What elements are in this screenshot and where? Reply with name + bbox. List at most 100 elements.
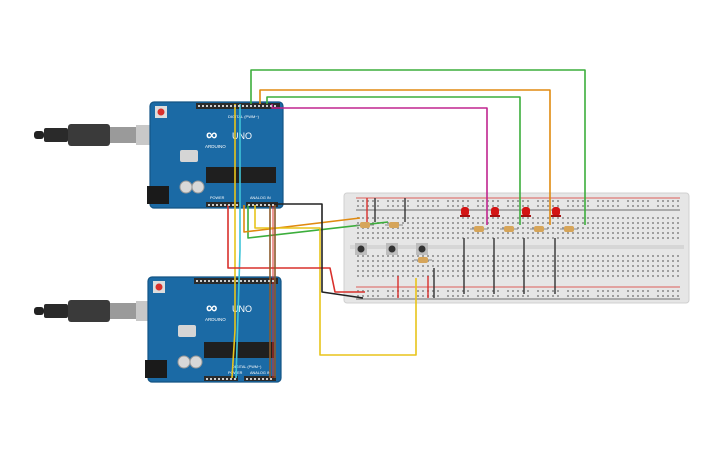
breadboard-hole[interactable] <box>412 255 414 257</box>
breadboard-hole[interactable] <box>597 227 599 229</box>
header-pin[interactable] <box>232 204 234 206</box>
breadboard-hole[interactable] <box>522 290 524 292</box>
breadboard-hole[interactable] <box>387 265 389 267</box>
breadboard-hole[interactable] <box>357 275 359 277</box>
breadboard-hole[interactable] <box>617 270 619 272</box>
breadboard-hole[interactable] <box>552 217 554 219</box>
breadboard-hole[interactable] <box>557 200 559 202</box>
breadboard-hole[interactable] <box>437 205 439 207</box>
breadboard-hole[interactable] <box>467 222 469 224</box>
breadboard-hole[interactable] <box>657 295 659 297</box>
breadboard-hole[interactable] <box>387 237 389 239</box>
breadboard-hole[interactable] <box>452 232 454 234</box>
breadboard-hole[interactable] <box>427 217 429 219</box>
breadboard-hole[interactable] <box>407 265 409 267</box>
breadboard-hole[interactable] <box>617 255 619 257</box>
breadboard-hole[interactable] <box>367 237 369 239</box>
breadboard-hole[interactable] <box>512 275 514 277</box>
breadboard-hole[interactable] <box>607 217 609 219</box>
breadboard-hole[interactable] <box>567 290 569 292</box>
breadboard-hole[interactable] <box>507 275 509 277</box>
breadboard-hole[interactable] <box>452 275 454 277</box>
breadboard-hole[interactable] <box>657 260 659 262</box>
breadboard-hole[interactable] <box>562 217 564 219</box>
breadboard-hole[interactable] <box>417 205 419 207</box>
breadboard-hole[interactable] <box>537 205 539 207</box>
breadboard-hole[interactable] <box>642 295 644 297</box>
breadboard-hole[interactable] <box>477 270 479 272</box>
breadboard-hole[interactable] <box>557 260 559 262</box>
header-pin[interactable] <box>208 280 210 282</box>
breadboard-hole[interactable] <box>372 232 374 234</box>
breadboard-hole[interactable] <box>572 265 574 267</box>
breadboard-hole[interactable] <box>367 270 369 272</box>
breadboard-hole[interactable] <box>377 217 379 219</box>
breadboard-hole[interactable] <box>432 227 434 229</box>
breadboard-hole[interactable] <box>532 255 534 257</box>
breadboard-hole[interactable] <box>597 200 599 202</box>
breadboard-hole[interactable] <box>637 232 639 234</box>
breadboard-hole[interactable] <box>612 200 614 202</box>
breadboard-hole[interactable] <box>617 222 619 224</box>
breadboard-hole[interactable] <box>547 222 549 224</box>
breadboard-hole[interactable] <box>442 275 444 277</box>
breadboard-hole[interactable] <box>567 265 569 267</box>
breadboard-hole[interactable] <box>452 260 454 262</box>
breadboard-hole[interactable] <box>422 270 424 272</box>
breadboard-hole[interactable] <box>647 270 649 272</box>
header-pin[interactable] <box>270 378 272 380</box>
breadboard-hole[interactable] <box>407 255 409 257</box>
breadboard-hole[interactable] <box>587 275 589 277</box>
breadboard-hole[interactable] <box>602 222 604 224</box>
breadboard-hole[interactable] <box>487 255 489 257</box>
breadboard-hole[interactable] <box>502 270 504 272</box>
breadboard-hole[interactable] <box>412 232 414 234</box>
breadboard-hole[interactable] <box>437 222 439 224</box>
header-pin[interactable] <box>234 378 236 380</box>
breadboard-hole[interactable] <box>397 270 399 272</box>
breadboard-hole[interactable] <box>572 217 574 219</box>
breadboard-hole[interactable] <box>652 255 654 257</box>
breadboard-hole[interactable] <box>672 205 674 207</box>
breadboard-hole[interactable] <box>677 260 679 262</box>
breadboard-hole[interactable] <box>357 295 359 297</box>
breadboard-hole[interactable] <box>577 260 579 262</box>
breadboard-hole[interactable] <box>372 255 374 257</box>
breadboard-hole[interactable] <box>562 270 564 272</box>
breadboard-hole[interactable] <box>647 205 649 207</box>
breadboard-hole[interactable] <box>572 270 574 272</box>
breadboard-hole[interactable] <box>532 260 534 262</box>
breadboard-hole[interactable] <box>377 260 379 262</box>
breadboard-hole[interactable] <box>477 222 479 224</box>
breadboard-hole[interactable] <box>387 295 389 297</box>
breadboard-hole[interactable] <box>597 205 599 207</box>
breadboard-hole[interactable] <box>527 270 529 272</box>
breadboard-hole[interactable] <box>637 265 639 267</box>
header-pin[interactable] <box>220 280 222 282</box>
breadboard-hole[interactable] <box>612 255 614 257</box>
breadboard-hole[interactable] <box>557 270 559 272</box>
wire-red[interactable] <box>227 205 365 293</box>
breadboard-hole[interactable] <box>477 290 479 292</box>
breadboard-hole[interactable] <box>447 217 449 219</box>
breadboard-hole[interactable] <box>397 232 399 234</box>
breadboard-hole[interactable] <box>402 270 404 272</box>
breadboard-hole[interactable] <box>442 237 444 239</box>
breadboard-hole[interactable] <box>522 227 524 229</box>
breadboard-hole[interactable] <box>587 217 589 219</box>
breadboard-hole[interactable] <box>442 260 444 262</box>
breadboard-hole[interactable] <box>362 205 364 207</box>
breadboard-hole[interactable] <box>412 275 414 277</box>
breadboard-hole[interactable] <box>527 227 529 229</box>
header-pin[interactable] <box>226 378 228 380</box>
breadboard-hole[interactable] <box>612 227 614 229</box>
breadboard-hole[interactable] <box>402 232 404 234</box>
breadboard-hole[interactable] <box>652 275 654 277</box>
breadboard-hole[interactable] <box>372 205 374 207</box>
breadboard-hole[interactable] <box>517 227 519 229</box>
breadboard-hole[interactable] <box>542 217 544 219</box>
breadboard-hole[interactable] <box>467 205 469 207</box>
header-pin[interactable] <box>226 105 228 107</box>
breadboard-hole[interactable] <box>602 205 604 207</box>
breadboard-hole[interactable] <box>647 232 649 234</box>
